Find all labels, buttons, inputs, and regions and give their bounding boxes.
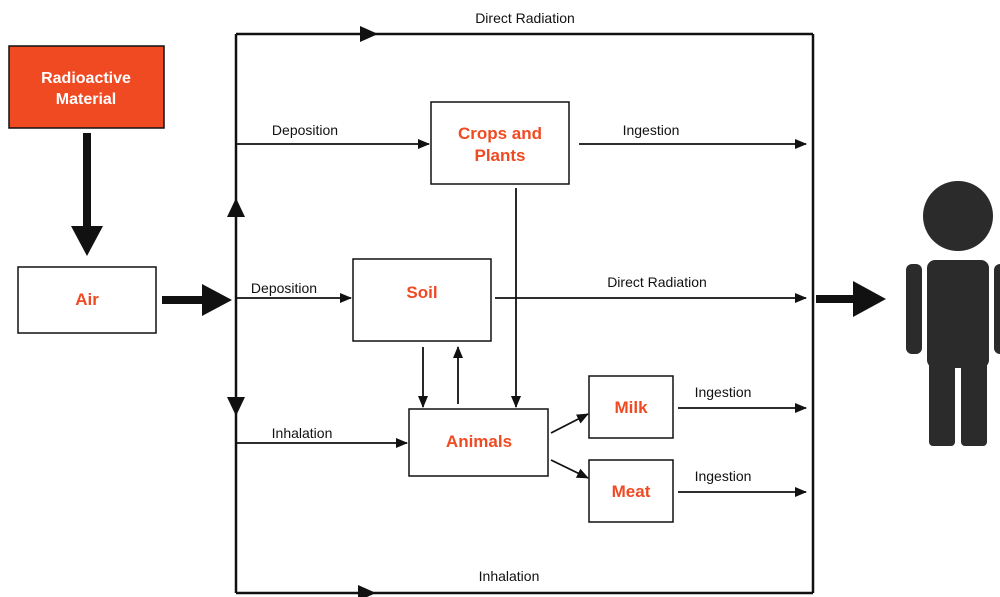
animals-label: Animals <box>446 432 512 451</box>
inhalation-bottom-label: Inhalation <box>479 568 540 584</box>
person-icon <box>906 181 1000 446</box>
deposition-crops-label: Deposition <box>272 122 338 138</box>
air-to-frame-arrowhead <box>202 284 232 316</box>
direct-radiation-top-label: Direct Radiation <box>475 10 575 26</box>
meat-label: Meat <box>612 482 651 501</box>
upward-arrowhead <box>227 198 245 217</box>
ingestion-crops-label: Ingestion <box>623 122 680 138</box>
radioactive-material-label-line2: Material <box>56 91 116 108</box>
air-label: Air <box>75 290 99 309</box>
soil-label: Soil <box>406 283 437 302</box>
milk-node: Milk <box>588 375 674 439</box>
animals-to-meat-arrow <box>550 459 589 479</box>
crops-label-line2: Plants <box>474 146 525 165</box>
exposure-frame <box>234 32 815 595</box>
crops-and-plants-node: Crops and Plants <box>430 101 570 185</box>
soil-node: Soil <box>352 258 492 342</box>
frame-to-person-arrowhead <box>853 281 886 317</box>
milk-label: Milk <box>614 398 648 417</box>
bottom-flow-arrowhead <box>358 585 376 597</box>
animals-to-milk-arrow <box>550 413 589 434</box>
top-flow-arrowhead <box>360 26 378 42</box>
animals-node: Animals <box>408 408 549 477</box>
deposition-soil-label: Deposition <box>251 280 317 296</box>
direct-radiation-soil-label: Direct Radiation <box>607 274 707 290</box>
inhalation-animals-label: Inhalation <box>272 425 333 441</box>
air-node: Air <box>17 266 157 334</box>
downward-arrowhead <box>227 397 245 416</box>
crops-label-line1: Crops and <box>458 124 542 143</box>
radioactive-material-label-line1: Radioactive <box>41 70 131 87</box>
meat-node: Meat <box>588 459 674 523</box>
ingestion-milk-label: Ingestion <box>695 384 752 400</box>
ingestion-meat-label: Ingestion <box>695 468 752 484</box>
source-to-air-arrowhead <box>71 226 103 256</box>
radioactive-material-node: Radioactive Material <box>8 45 165 129</box>
